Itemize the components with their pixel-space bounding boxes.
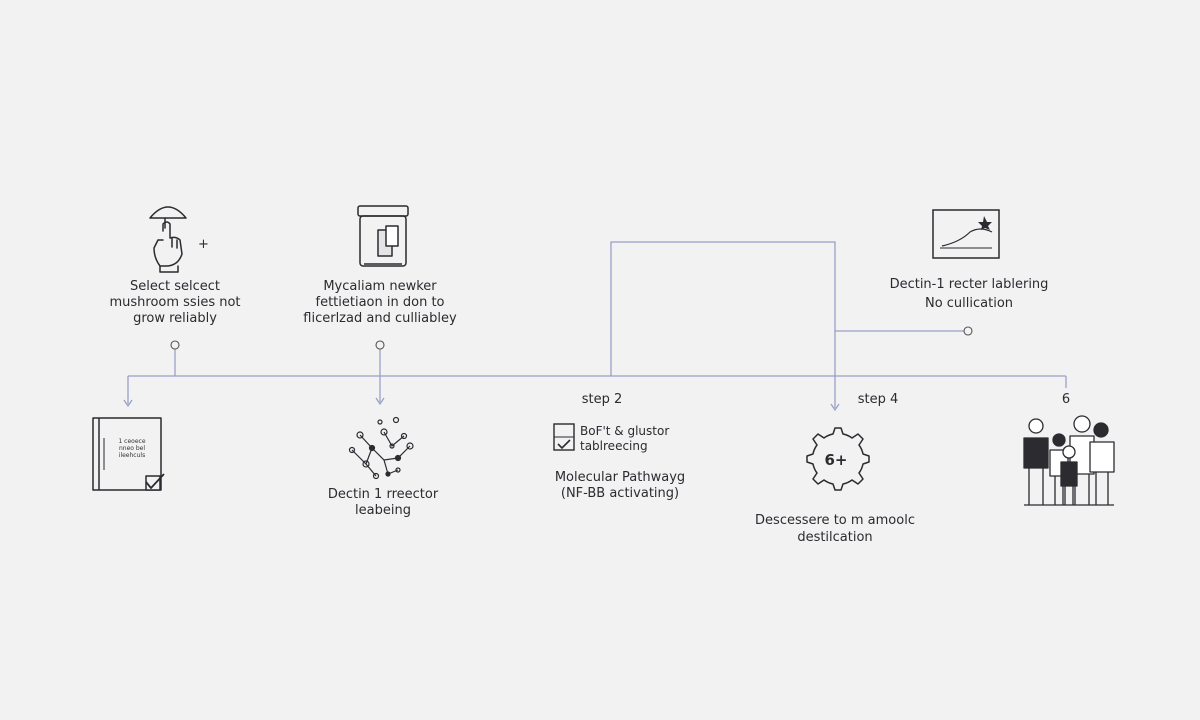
jar-icon xyxy=(357,205,409,267)
node-3-label: Dectin-1 recter lablering No cullication xyxy=(874,277,1064,312)
node-5-label: Dectin 1 rreector leabeing xyxy=(303,487,463,519)
gear-puzzle-icon xyxy=(806,427,870,491)
node-2-line-2: fettietiaon in don to xyxy=(315,295,445,310)
step-2-label: step 2 xyxy=(581,392,623,407)
book-text: 1 ceoece nneo bel ileehculs xyxy=(106,438,158,459)
book-line-3: ileehculs xyxy=(118,452,146,459)
step-2-box-text: BoF't & glustor tablreecing xyxy=(580,424,669,454)
node-1-line-3: grow reliably xyxy=(133,311,217,326)
book-checklist-icon xyxy=(92,417,165,491)
node-3-line-2: No cullication xyxy=(924,296,1014,311)
book-line-1: 1 ceoece xyxy=(118,438,146,445)
step-2-box-line-2: tablreecing xyxy=(580,439,648,453)
hand-mushroom-icon xyxy=(149,206,187,273)
node-1-line-2: mushroom ssies not xyxy=(109,295,241,310)
molecule-network-icon xyxy=(348,416,414,480)
marker-node-2 xyxy=(375,340,385,350)
connector-bracket xyxy=(610,241,836,408)
node-7-line-2: destilcation xyxy=(797,530,873,545)
step-4-label: step 4 xyxy=(857,392,899,407)
chart-frame-icon xyxy=(932,209,1000,259)
node-1-line-1: Select selcect xyxy=(129,279,220,294)
node-6-line-2: (NF-BB activating) xyxy=(560,486,680,501)
node-2-label: Mycaliam newker fettietiaon in don to fl… xyxy=(290,279,470,327)
gear-text: 6+ xyxy=(824,451,848,469)
plus-glyph: + xyxy=(198,237,209,252)
arrowhead-node-7 xyxy=(830,403,840,412)
arrowhead-book xyxy=(123,399,133,408)
checklist-box-icon xyxy=(553,423,575,451)
people-group-icon xyxy=(1023,415,1115,506)
book-line-2: nneo bel xyxy=(118,445,146,452)
node-2-line-1: Mycaliam newker xyxy=(323,279,437,294)
node-7-label: Descessere to m amoolc destilcation xyxy=(745,513,925,546)
node-5-line-1: Dectin 1 rreector xyxy=(327,487,439,502)
step-2-box-line-1: BoF't & glustor xyxy=(580,424,670,438)
node-6-label: Molecular Pathwayg (NF-BB activating) xyxy=(520,470,720,502)
node-1-label: Select selcect mushroom ssies not grow r… xyxy=(95,279,255,327)
node-6-line-1: Molecular Pathwayg xyxy=(554,470,686,485)
arrowhead-node-2 xyxy=(375,397,385,406)
marker-node-1 xyxy=(170,340,180,350)
step-6-label: 6 xyxy=(1061,392,1071,407)
node-2-line-3: flicerlzad and culliabley xyxy=(303,311,457,326)
marker-node-3 xyxy=(963,326,973,336)
node-5-line-2: leabeing xyxy=(355,503,411,518)
node-7-line-1: Descessere to m amoolc xyxy=(755,513,915,528)
node-3-line-1: Dectin-1 recter lablering xyxy=(889,277,1049,292)
